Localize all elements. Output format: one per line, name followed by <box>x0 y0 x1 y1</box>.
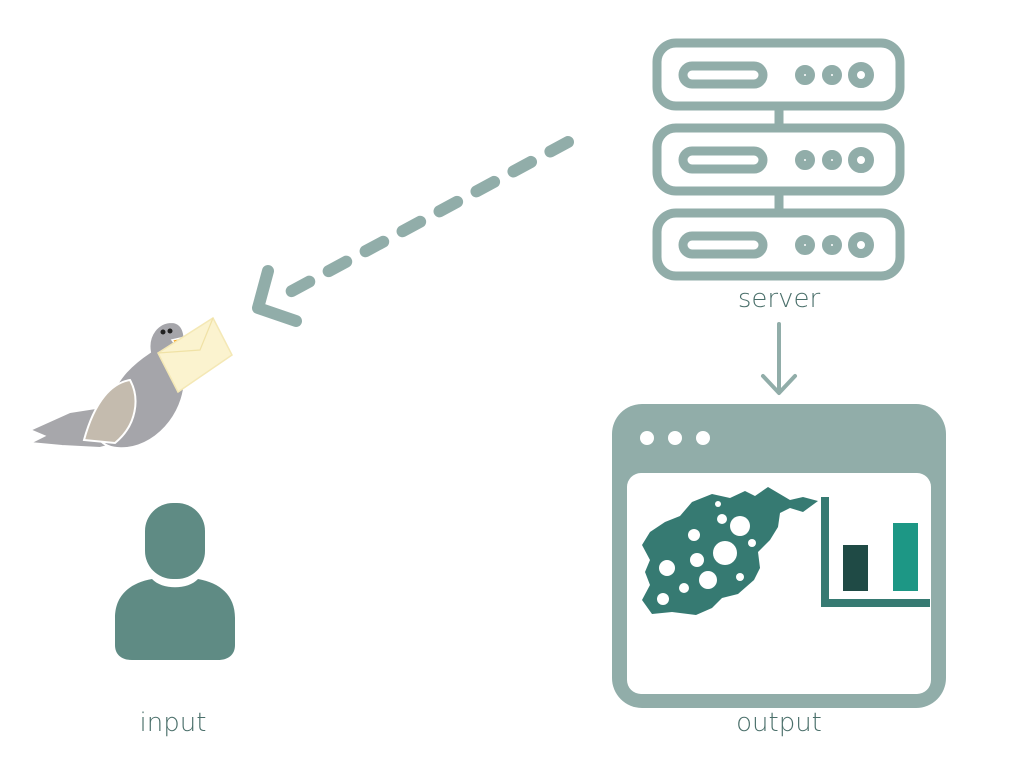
carrier-pigeon-icon <box>26 316 233 450</box>
input-label: input <box>139 708 207 738</box>
afghanistan-map-icon <box>642 487 818 615</box>
user-icon <box>115 503 235 660</box>
map-hole <box>736 573 744 581</box>
map-hole <box>699 571 717 589</box>
user-body <box>115 579 235 660</box>
server-unit-top <box>652 38 905 111</box>
chart-bar-teal <box>893 523 918 591</box>
server-rack-icon <box>652 38 905 281</box>
envelope-icon <box>157 316 233 394</box>
dashed-arrow-server-to-input <box>252 136 574 327</box>
browser-window-icon <box>612 404 946 708</box>
window-dot-icon <box>640 431 654 445</box>
server-unit-middle <box>652 123 905 196</box>
envelope-flap <box>157 317 214 354</box>
map-hole <box>713 541 737 565</box>
map-hole <box>748 539 756 547</box>
server-label: server <box>737 284 821 314</box>
map-hole <box>659 560 675 576</box>
map-hole <box>679 583 689 593</box>
map-hole <box>657 593 669 605</box>
map-hole <box>715 501 721 507</box>
window-dot-icon <box>696 431 710 445</box>
pigeon-eye <box>167 328 173 334</box>
server-unit-bottom <box>652 208 905 281</box>
envelope-body <box>157 316 233 394</box>
window-dot-icon <box>668 431 682 445</box>
map-hole <box>717 514 727 524</box>
output-label: output <box>736 708 822 738</box>
arrow-server-to-output <box>761 322 797 395</box>
chart-bar-dark <box>843 545 868 591</box>
map-hole <box>688 529 700 541</box>
dashed-arrowhead <box>252 265 302 327</box>
pigeon-wing <box>82 378 137 445</box>
pigeon-eye <box>160 329 166 335</box>
map-hole <box>730 516 750 536</box>
bar-chart-icon <box>821 497 930 607</box>
map-hole <box>690 553 704 567</box>
user-head <box>145 503 205 579</box>
arrow-server-to-output-head <box>761 374 797 395</box>
chart-axes <box>821 497 930 607</box>
